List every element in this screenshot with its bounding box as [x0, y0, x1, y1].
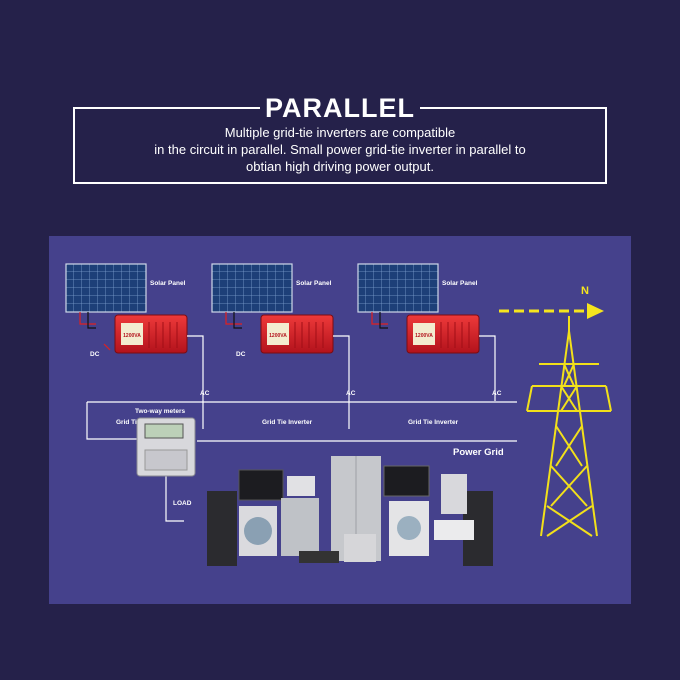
inverter-icon: 1200VA [406, 314, 480, 354]
inverter-icon: 1200VA [114, 314, 188, 354]
north-label: N [581, 285, 589, 297]
dc-label: DC [90, 351, 100, 358]
ac-label: AC [200, 390, 210, 397]
solar-unit-1: Solar Panel DC 1200VA AC Grid Tie Invert… [65, 263, 210, 429]
inverter-model: 1200VA [123, 333, 141, 339]
inverter-model: 1200VA [415, 333, 433, 339]
ac-label: AC [492, 390, 502, 397]
description-line: Multiple grid-tie inverters are compatib… [224, 125, 456, 140]
solar-unit-3: Solar Panel 1200VA AC Grid Tie Inverter [357, 263, 502, 426]
inverter-label: Grid Tie Inverter [408, 419, 459, 426]
inverter-label: Grid Tie Inverter [262, 419, 313, 426]
description: Multiple grid-tie inverters are compatib… [80, 124, 600, 175]
solar-panel-icon [211, 263, 293, 313]
north-arrow-icon [499, 303, 604, 319]
electric-meter-icon [136, 417, 196, 477]
meter-label: Two-way meters [135, 408, 185, 415]
solar-panel-icon [65, 263, 147, 313]
inverter-icon: 1200VA [260, 314, 334, 354]
inverter-model: 1200VA [269, 333, 287, 339]
solar-panel-label: Solar Panel [442, 280, 478, 287]
parallel-wiring-diagram: Solar Panel DC 1200VA AC Grid Tie Invert… [65, 263, 612, 566]
transmission-tower-icon [526, 316, 612, 537]
appliances-icon [207, 456, 493, 566]
power-grid-label: Power Grid [453, 447, 504, 458]
load-label: LOAD [173, 500, 192, 507]
solar-panel-icon [357, 263, 439, 313]
solar-unit-2: Solar Panel DC 1200VA AC Grid Tie Invert… [211, 263, 356, 429]
load-line [165, 476, 184, 522]
ac-label: AC [346, 390, 356, 397]
solar-panel-label: Solar Panel [296, 280, 332, 287]
solar-panel-label: Solar Panel [150, 280, 186, 287]
description-line: obtian high driving power output. [246, 159, 434, 174]
description-line: in the circuit in parallel. Small power … [154, 142, 526, 157]
page-title: PARALLEL [260, 90, 420, 126]
bus-to-meter-line [86, 402, 137, 440]
dc-label: DC [236, 351, 246, 358]
